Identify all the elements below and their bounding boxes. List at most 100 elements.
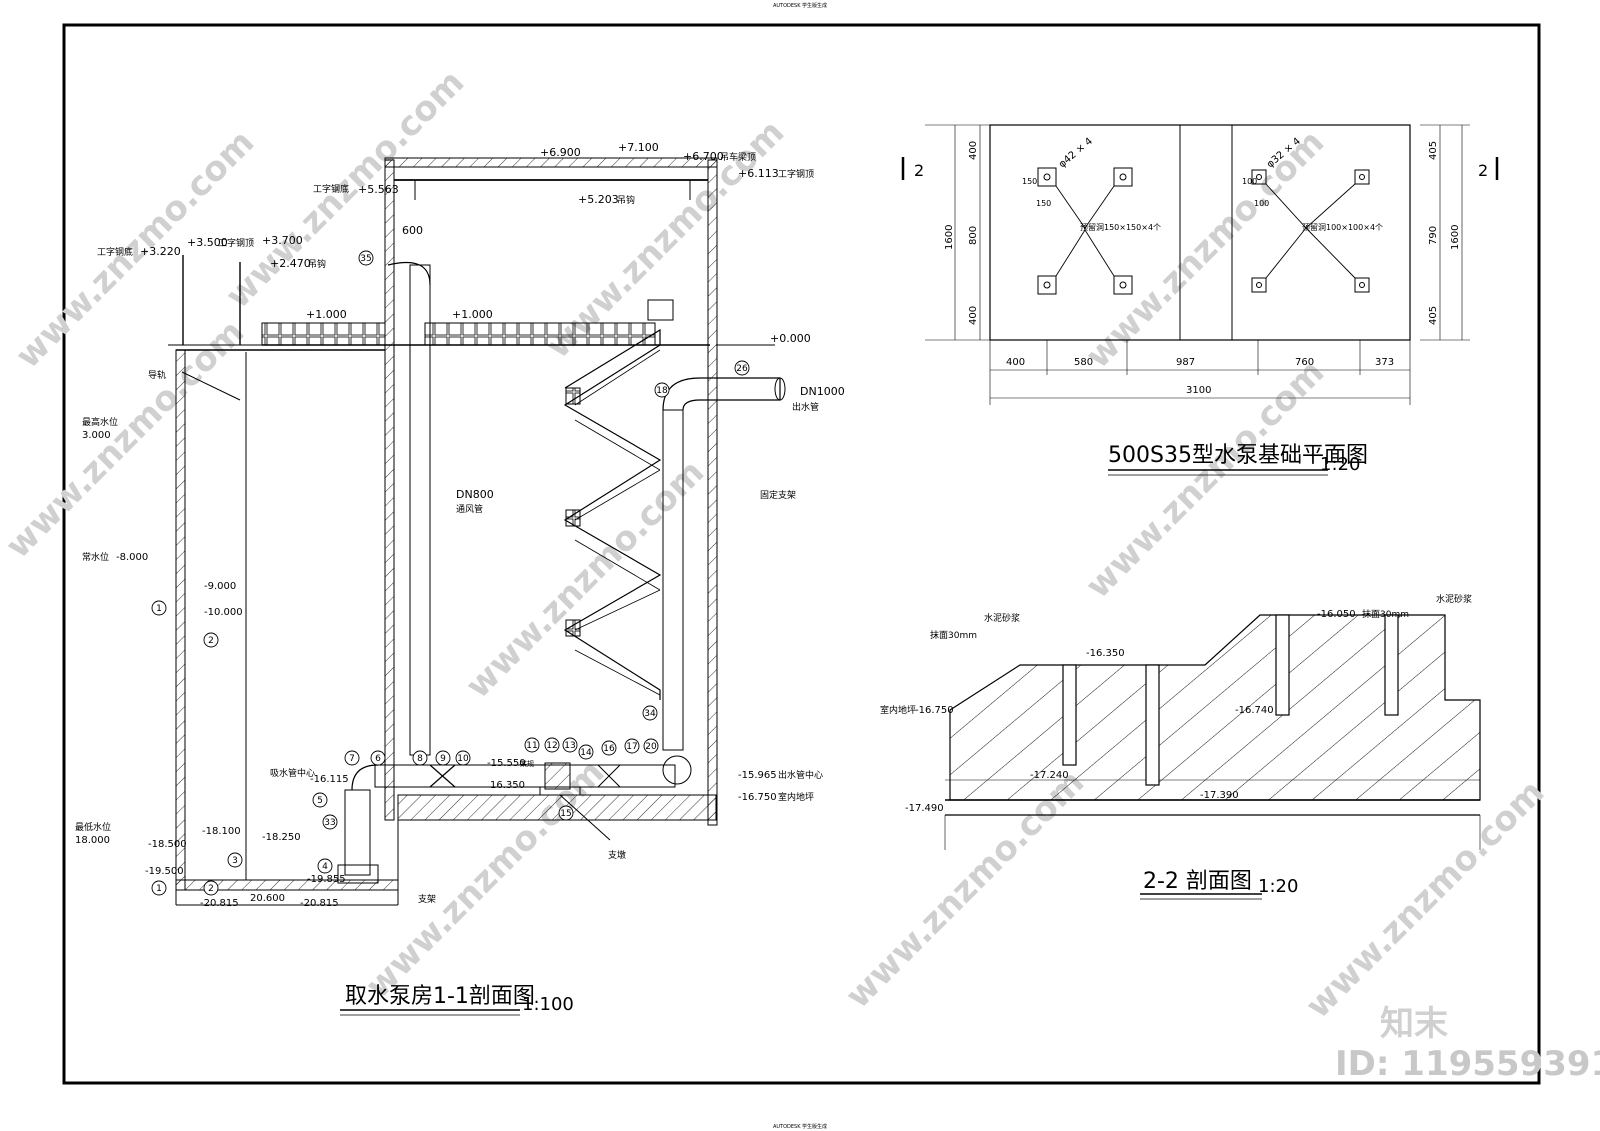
dim-l1: 800 (968, 226, 979, 245)
elev-18250: -18.250 (262, 832, 301, 843)
tag-35: 35 (360, 254, 371, 264)
pump-floor (397, 794, 717, 821)
section-1-1 (168, 157, 786, 906)
sq-b2: 100 (1254, 199, 1269, 208)
note-2470: 吊钩 (308, 258, 326, 270)
dim-b3: 760 (1295, 357, 1314, 368)
mortar-b: 水泥砂浆 (1436, 593, 1472, 605)
label-fixed-support: 固定支架 (760, 489, 796, 501)
dim-r-total: 1600 (1450, 225, 1461, 250)
dim-b4: 373 (1375, 357, 1394, 368)
elev-6113: +6.113 (738, 167, 779, 180)
label-dn1000: DN1000 (800, 385, 845, 398)
tag-12: 12 (546, 741, 557, 751)
label-floor: 室内地坪 (778, 791, 814, 803)
elev-17240: -17.240 (1030, 770, 1069, 781)
watermark-site: www.znzmo.com (1078, 122, 1332, 376)
note-5563: 工字钢底 (313, 183, 349, 195)
title-section-1-1: 取水泵房1-1剖面图 (345, 984, 535, 1009)
elev-6900: +6.900 (540, 146, 581, 159)
note-5203: 吊钩 (617, 194, 635, 206)
label-guide: 导轨 (148, 369, 166, 381)
tag-20: 20 (645, 742, 657, 752)
note-6113: 工字钢顶 (778, 168, 814, 180)
sheet-border (62, 23, 1541, 1085)
label-normal-water: 常水位 (82, 551, 109, 563)
elev-high-water: 3.000 (82, 430, 111, 441)
elev-18100: -18.100 (202, 826, 241, 837)
title-plan: 500S35型水泵基础平面图 (1108, 443, 1368, 468)
label-suction: 吸水管中心 (270, 767, 315, 779)
elev-3220: +3.220 (140, 245, 181, 258)
watermark-layer: www.znzmo.com www.znzmo.com www.znzmo.co… (0, 62, 1600, 1084)
dim-r2: 405 (1428, 306, 1439, 325)
label-low-water: 最低水位 (75, 821, 111, 833)
item-tags (151, 250, 750, 896)
dim-600: 600 (402, 224, 423, 237)
elev-16350: -16.350 (1086, 648, 1125, 659)
elev-18500: -18.500 (148, 839, 187, 850)
well-wall-left (175, 349, 186, 891)
watermark-site: www.znzmo.com (1298, 772, 1552, 1026)
label-dn800: DN800 (456, 488, 494, 501)
label-pier: 支墩 (608, 849, 626, 861)
elev-16750: -16.750 (915, 705, 954, 716)
dim-l0: 400 (968, 141, 979, 160)
plaster-b: 抹面30mm (1362, 608, 1409, 620)
label-small: 某规 (520, 759, 534, 768)
elev-9000: -9.000 (204, 581, 236, 592)
elev-1000b: +1.000 (452, 308, 493, 321)
scale-plan: 1:20 (1320, 454, 1360, 475)
section-2-2-labels: 水泥砂浆 抹面30mm 水泥砂浆 抹面30mm -16.050 -16.350 … (880, 593, 1472, 814)
hole-a: φ42 × 4 (1057, 136, 1095, 170)
cut-left: 2 (914, 161, 924, 180)
elev-17390: -17.390 (1200, 790, 1239, 801)
floor-label: 室内地坪 (880, 704, 916, 716)
label-outlet: 出水管 (792, 401, 819, 413)
dim-r0: 405 (1428, 141, 1439, 160)
tag-8: 8 (417, 754, 423, 764)
reserve-a: 预留洞150×150×4个 (1080, 222, 1161, 232)
elev-19500: -19.500 (145, 866, 184, 877)
elev-15550: -15.550 (487, 758, 526, 769)
note-3500: 工字钢顶 (218, 237, 254, 249)
tag-9: 9 (440, 754, 446, 764)
dim-r1: 790 (1428, 226, 1439, 245)
elev-10000: -10.000 (204, 607, 243, 618)
scale-section-2-2: 1:20 (1258, 876, 1298, 897)
pump-foundation-plan (901, 124, 1499, 405)
section-2-2 (944, 614, 1481, 850)
tag-11: 11 (526, 741, 537, 751)
dim-l2: 400 (968, 306, 979, 325)
cut-right: 2 (1478, 161, 1488, 180)
elev-16115: -16.115 (310, 774, 349, 785)
tag-4: 4 (322, 862, 328, 872)
elev-6700: +6.700 (683, 150, 724, 163)
tag-15: 15 (560, 809, 571, 819)
elev-16740: -16.740 (1235, 705, 1274, 716)
watermark-site: www.znzmo.com (458, 452, 712, 706)
dim-total: 3100 (1186, 385, 1211, 396)
elev-20815a: -20.815 (200, 898, 239, 909)
tag-14: 14 (580, 748, 592, 758)
item-tag-labels: 1 2 3 4 5 6 7 8 9 10 11 12 13 14 15 16 1… (156, 254, 748, 894)
elev-20815b: -20.815 (300, 898, 339, 909)
dim-b1: 580 (1074, 357, 1093, 368)
plaster-a: 抹面30mm (930, 629, 977, 641)
tag-2b: 2 (208, 884, 214, 894)
elev-5563: +5.563 (358, 183, 399, 196)
reserve-b: 预留洞100×100×4个 (1302, 222, 1383, 232)
elev-17490: -17.490 (905, 803, 944, 814)
elev-3500: +3.500 (187, 236, 228, 249)
tag-34: 34 (644, 709, 656, 719)
note-6700: 吊车梁顶 (720, 151, 756, 163)
autodesk-bottom: AUTODESK 学生版生成 (773, 1123, 827, 1130)
tag-10: 10 (457, 754, 469, 764)
tag-1: 1 (156, 604, 162, 614)
elev-normal-water: -8.000 (116, 552, 148, 563)
watermark-id: ID: 1195593918 (1335, 1044, 1600, 1084)
tag-33: 33 (324, 818, 335, 828)
tag-13: 13 (564, 741, 575, 751)
dim-b0: 400 (1006, 357, 1025, 368)
dim-b2: 987 (1176, 357, 1195, 368)
